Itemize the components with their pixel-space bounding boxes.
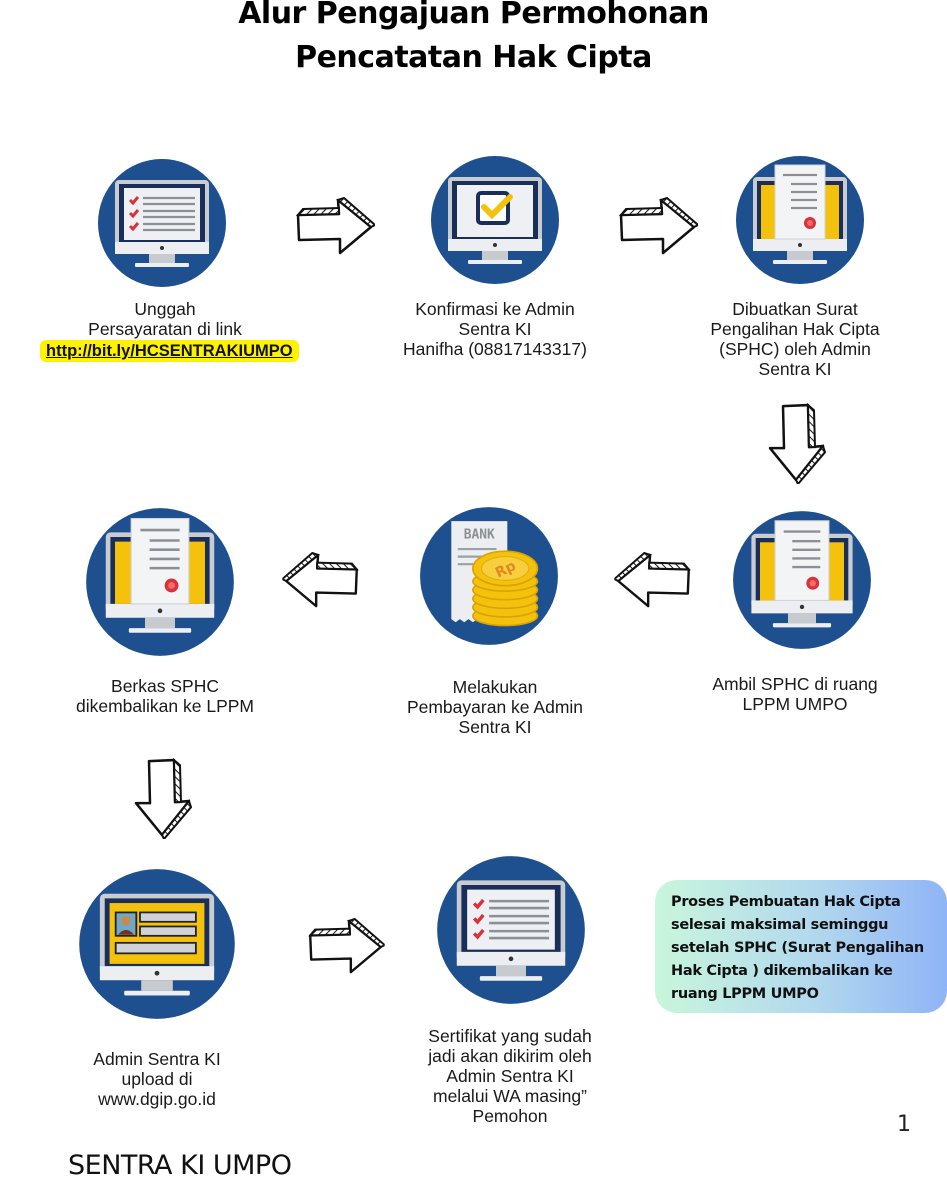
computer-checklist-icon <box>436 855 586 1005</box>
step-8-text-line: Sertifikat yang sudah <box>428 1026 592 1046</box>
arrow-right-icon <box>295 197 375 257</box>
note-text-line: Proses Pembuatan Hak Cipta <box>671 894 901 910</box>
step-2-label: Konfirmasi ke Admin Sentra KI Hanifha (0… <box>370 299 620 359</box>
step-4-label: Ambil SPHC di ruang LPPM UMPO <box>670 674 920 714</box>
computer-id-card-icon <box>78 868 236 1020</box>
step-4-text-line: LPPM UMPO <box>742 694 848 714</box>
step-1-label: Unggah Persayaratan di link http://bit.l… <box>40 299 299 362</box>
step-2-text-line: Hanifha (08817143317) <box>403 339 587 359</box>
step-2-text-line: Konfirmasi ke Admin <box>415 299 575 319</box>
note-text-line: setelah SPHC (Surat Pengalihan <box>671 940 924 956</box>
arrow-down-icon <box>132 757 192 839</box>
step-1-text-line: Persayaratan di link <box>88 319 242 339</box>
step-8-text-line: melalui WA masing” <box>433 1086 587 1106</box>
step-3-text-line: Pengalihan Hak Cipta <box>710 319 880 339</box>
note-text-line: ruang LPPM UMPO <box>671 986 819 1002</box>
step-8-label: Sertifikat yang sudah jadi akan dikirim … <box>385 1026 635 1126</box>
step-7-text-line: upload di <box>121 1069 193 1089</box>
step-7-label: Admin Sentra KI upload di www.dgip.go.id <box>32 1049 282 1109</box>
arrow-right-icon <box>305 918 387 976</box>
arrow-right-icon <box>618 197 698 257</box>
step-1-text-line: Unggah <box>134 299 196 319</box>
computer-certificate-icon <box>732 510 872 650</box>
note-text-line: Hak Cipta ) dikembalikan ke <box>671 963 893 979</box>
step-3-text-line: (SPHC) oleh Admin <box>719 339 871 359</box>
step-8-text-line: Pemohon <box>472 1106 548 1126</box>
step-3-text-line: Dibuatkan Surat <box>732 299 858 319</box>
computer-certificate-icon <box>85 507 235 657</box>
arrow-left-icon <box>280 552 362 610</box>
step-5-text-line: Melakukan <box>452 677 538 697</box>
title-line-1: Alur Pengajuan Permohonan <box>238 0 709 31</box>
footer-brand: SENTRA KI UMPO <box>68 1150 292 1181</box>
bank-coins-icon: BANK Rp <box>419 506 559 646</box>
step-5-label: Melakukan Pembayaran ke Admin Sentra KI <box>370 677 620 737</box>
step-3-label: Dibuatkan Surat Pengalihan Hak Cipta (SP… <box>670 299 920 379</box>
step-8-text-line: Admin Sentra KI <box>446 1066 574 1086</box>
requirements-link[interactable]: http://bit.ly/HCSENTRAKIUMPO <box>40 340 299 362</box>
step-7-text-line: www.dgip.go.id <box>98 1089 216 1109</box>
arrow-left-icon <box>612 552 694 610</box>
step-5-text-line: Pembayaran ke Admin <box>406 697 584 717</box>
step-2-text-line: Sentra KI <box>458 319 532 339</box>
arrow-down-icon <box>766 402 826 484</box>
step-6-text-line: dikembalikan ke LPPM <box>76 696 254 716</box>
computer-checkbox-icon <box>430 155 560 285</box>
bank-text: BANK <box>464 527 495 542</box>
step-6-text-line: Berkas SPHC <box>111 676 219 696</box>
step-5-text-line: Sentra KI <box>458 717 532 737</box>
step-7-text-line: Admin Sentra KI <box>93 1049 221 1069</box>
note-text-line: selesai maksimal seminggu <box>671 917 889 933</box>
processing-time-note: Proses Pembuatan Hak Cipta selesai maksi… <box>655 880 947 1013</box>
page-number: 1 <box>897 1112 911 1137</box>
computer-certificate-icon <box>735 155 865 285</box>
step-3-text-line: Sentra KI <box>758 359 832 379</box>
computer-checklist-icon <box>97 158 227 288</box>
step-4-text-line: Ambil SPHC di ruang <box>712 674 878 694</box>
title-line-2: Pencatatan Hak Cipta <box>295 40 652 75</box>
rupiah-text: Rp <box>493 558 519 581</box>
step-8-text-line: jadi akan dikirim oleh <box>428 1046 592 1066</box>
step-6-label: Berkas SPHC dikembalikan ke LPPM <box>40 676 290 716</box>
